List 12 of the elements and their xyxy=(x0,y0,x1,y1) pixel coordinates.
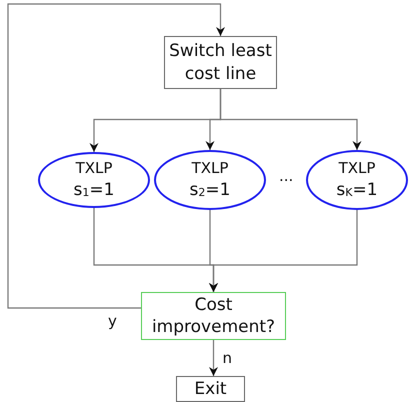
node-heading: TXLP xyxy=(192,159,228,179)
decision-box xyxy=(141,292,286,340)
arrow xyxy=(209,340,218,376)
arrow xyxy=(7,3,225,309)
node-heading: TXLP xyxy=(338,159,376,179)
node-text: Switch least cost line xyxy=(168,40,273,85)
process-box xyxy=(176,376,245,402)
arrow xyxy=(209,210,358,292)
node-text: Exit xyxy=(194,378,227,400)
arrow xyxy=(220,89,362,150)
node-heading: TXLP xyxy=(76,159,112,179)
node-text: Cost improvement? xyxy=(150,294,276,338)
